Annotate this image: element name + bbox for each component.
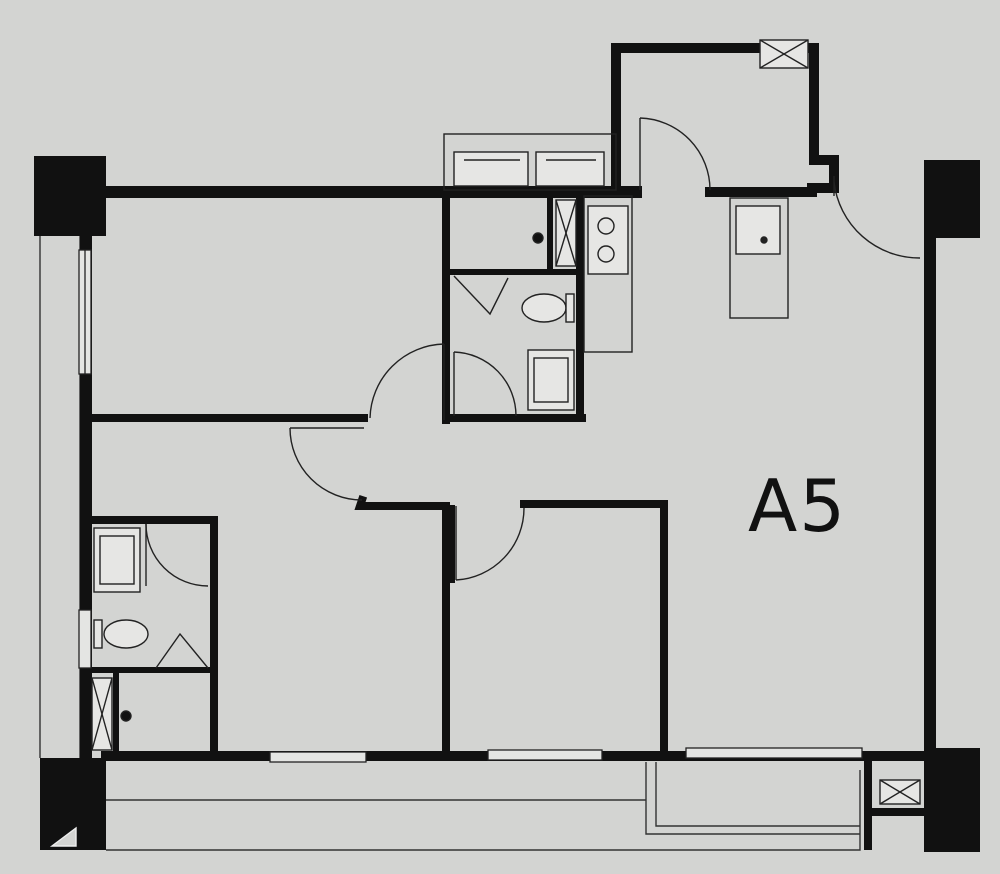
unit-label: A5 [748,464,848,548]
window-bottom-1 [269,751,367,763]
bath1-faucet [532,232,544,244]
bottom-balcony-rail [645,762,860,835]
shaft-bottom-right [879,779,921,805]
door-bedroom3-swing [455,507,525,581]
kitchen [583,195,789,353]
door-bedroom2-swing [289,427,363,501]
windows [78,249,863,763]
column-bottom-right [924,748,980,852]
door-bath1-shower [453,275,509,316]
bottom-balcony-outline [106,770,861,851]
window-bottom-3 [685,747,863,759]
shaft-bath2 [91,677,113,751]
burner-2 [597,245,615,263]
window-bath2 [78,609,92,669]
column-top-left [34,156,106,236]
burner-1 [597,217,615,235]
shaft-bath1 [555,199,577,267]
stove [587,205,629,275]
door-bath1-swing [453,351,517,417]
wall-bedroom2-top [354,494,450,760]
ac-platform [443,133,617,191]
ac-unit-1 [453,151,529,187]
bath1-washbasin [527,349,575,411]
structural-columns [34,156,980,852]
wall-bath2 [88,516,218,760]
ac-units [443,133,617,191]
bath2-toilet [103,619,149,649]
ac-unit-2 [535,151,605,187]
bottom-balcony-rail2 [655,762,860,827]
shaft-bottom-left [49,826,77,847]
wall-bedroom3-top [520,500,668,760]
bath2-washbasin [93,527,141,593]
bath1-toilet [521,293,567,323]
kitchen-island [729,197,789,319]
door-entrance-swing [833,181,921,259]
door-service-swing [639,117,711,191]
door-bedroom1-swing [369,343,445,419]
door-bath2-swing [145,523,209,587]
column-top-right [924,160,980,238]
window-bottom-2 [487,749,603,761]
shafts [49,39,921,847]
kitchen-counter [583,195,633,353]
kitchen-sink [735,205,781,255]
sanitary-fixtures [93,232,575,722]
door-bath2-shower [155,632,209,669]
shaft-top-right [759,39,809,69]
doors [145,117,921,669]
bath2-faucet [120,710,132,722]
